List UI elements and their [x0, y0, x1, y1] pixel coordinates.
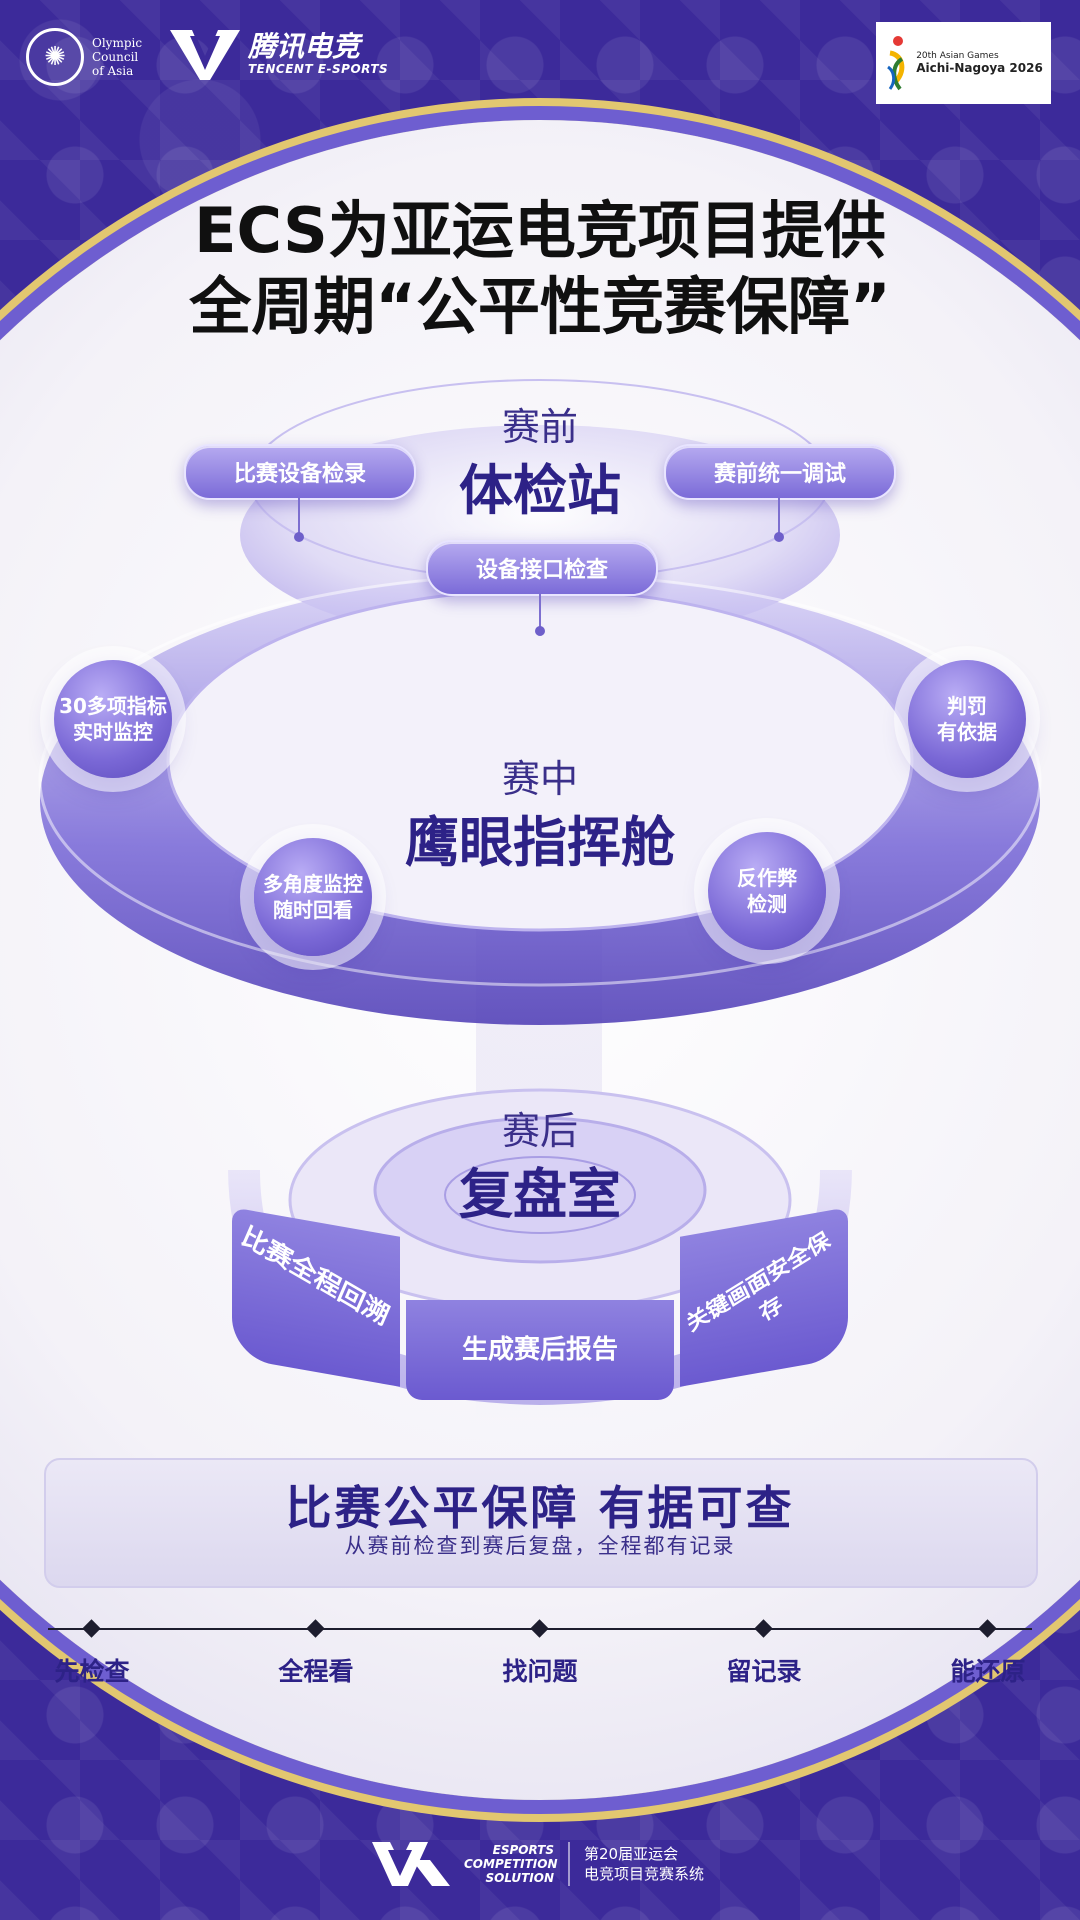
in-match-label: 赛中 — [501, 757, 578, 801]
oca-logo-text: Olympic Council of Asia — [92, 36, 143, 78]
asian-games-emblem-icon — [887, 36, 905, 91]
segment-label: 比赛全程回溯 — [237, 1221, 394, 1332]
post-match-label: 赛后 — [501, 1109, 578, 1153]
tag-dot — [535, 626, 545, 636]
tag-dot — [294, 532, 304, 542]
pre-match-name: 体检站 — [459, 459, 621, 522]
tag-stem — [539, 594, 541, 628]
ecs-logo-icon — [372, 1842, 450, 1886]
tag-interface-check: 设备接口检查 — [426, 540, 658, 596]
step-record: 留记录 — [726, 1657, 802, 1686]
oca-logo: ✺ Olympic Council of Asia — [26, 28, 152, 86]
asian-games-line2: Aichi-Nagoya 2026 — [916, 61, 1043, 75]
badge-line1: 反作弊 — [737, 866, 797, 890]
footer-line1: 第20届亚运会 — [584, 1845, 679, 1863]
step-restore: 能还原 — [950, 1657, 1026, 1686]
badge-line1: 判罚 — [947, 694, 987, 718]
ecs-footer-logo: ESPORTS COMPETITION SOLUTION 第20届亚运会 电竞项… — [372, 1840, 704, 1888]
tag-stem — [778, 498, 780, 534]
badge-line1: 30多项指标 — [59, 694, 167, 718]
segment-post-report: 生成赛后报告 — [406, 1300, 674, 1400]
tencent-esports-logo: 腾讯电竞 TENCENT E-SPORTS — [170, 26, 388, 82]
post-match-center-disk — [373, 1116, 707, 1264]
tag-equipment-checkin: 比赛设备检录 — [184, 444, 416, 500]
pre-match-label: 赛前 — [501, 405, 578, 449]
tencent-cn-text: 腾讯电竞 — [248, 30, 361, 63]
step-watch: 全程看 — [278, 1657, 354, 1686]
badge-multi-angle: 多角度监控 随时回看 — [254, 838, 372, 956]
step-find: 找问题 — [502, 1657, 578, 1686]
step-check: 先检查 — [54, 1657, 130, 1686]
tencent-en-text: TENCENT E-SPORTS — [248, 62, 389, 76]
badge-line2: 有依据 — [937, 720, 997, 744]
badge-line1: 多角度监控 — [263, 872, 363, 896]
badge-line2: 实时监控 — [73, 720, 153, 744]
badge-line2: 随时回看 — [273, 898, 353, 922]
segment-label: 关键画面安全保存 — [683, 1228, 834, 1337]
oca-sun-icon: ✺ — [26, 28, 84, 86]
banner-subtitle: 从赛前检查到赛后复盘，全程都有记录 — [344, 1534, 736, 1558]
tag-dot — [774, 532, 784, 542]
footer-divider — [568, 1842, 570, 1886]
badge-anti-cheat: 反作弊 检测 — [708, 832, 826, 950]
page-title-line2: 全周期“公平性竞赛保障” — [189, 270, 891, 343]
in-match-name: 鹰眼指挥舱 — [405, 811, 675, 874]
ecs-en-text: ESPORTS COMPETITION SOLUTION — [464, 1843, 558, 1885]
badge-realtime-monitoring: 30多项指标 实时监控 — [54, 660, 172, 778]
summary-banner — [44, 1458, 1038, 1588]
asian-games-line1: 20th Asian Games — [916, 51, 999, 61]
page-title-line1: ECS为亚运电竞项目提供 — [194, 194, 886, 267]
tag-unified-debug: 赛前统一调试 — [664, 444, 896, 500]
banner-title: 比赛公平保障 有据可查 — [285, 1481, 795, 1535]
badge-penalty-basis: 判罚 有依据 — [908, 660, 1026, 778]
asian-games-logo: 20th Asian Games Aichi-Nagoya 2026 — [876, 22, 1051, 104]
post-match-name: 复盘室 — [459, 1163, 621, 1226]
tag-stem — [298, 498, 300, 534]
badge-line2: 检测 — [747, 892, 787, 916]
in-match-ring-hole — [168, 590, 912, 930]
footer-line2: 电竞项目竞赛系统 — [584, 1865, 705, 1883]
tencent-v-icon — [170, 30, 240, 80]
